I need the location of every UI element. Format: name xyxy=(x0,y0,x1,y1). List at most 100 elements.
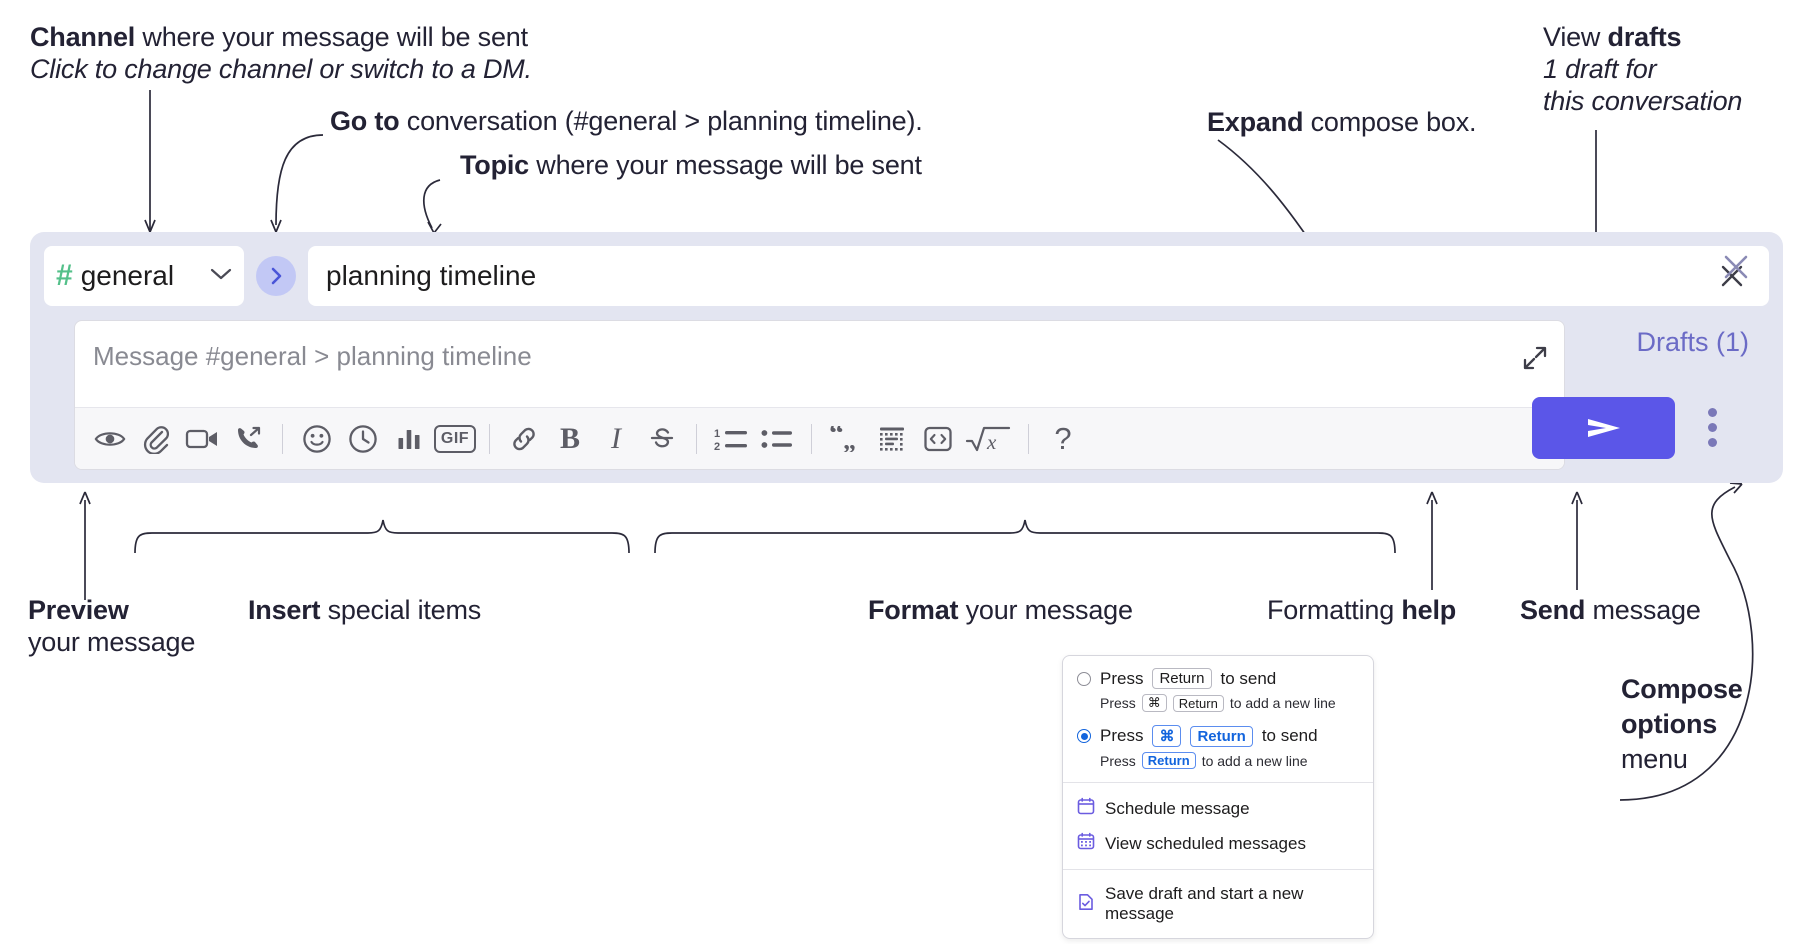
calendar-grid-icon xyxy=(1077,832,1095,855)
menu-divider xyxy=(1063,782,1373,783)
annotation-topic-rest: where your message will be sent xyxy=(529,150,922,180)
annotation-drafts-sub1: 1 draft for xyxy=(1543,53,1657,84)
annotation-drafts-sub2: this conversation xyxy=(1543,85,1743,116)
strikethrough-icon[interactable] xyxy=(639,416,685,462)
menu-item-label: View scheduled messages xyxy=(1105,833,1306,853)
menu-item-label: Schedule message xyxy=(1105,798,1250,818)
italic-icon[interactable]: I xyxy=(593,416,639,462)
close-icon[interactable] xyxy=(1721,252,1751,287)
svg-text:„: „ xyxy=(843,426,856,452)
channel-selector[interactable]: # general xyxy=(44,246,244,306)
dot xyxy=(1707,437,1717,447)
radio-icon[interactable] xyxy=(1077,729,1091,743)
radio-icon[interactable] xyxy=(1077,671,1091,686)
sub-press-label: Press xyxy=(1100,695,1136,711)
bulleted-list-icon[interactable] xyxy=(754,416,800,462)
annotation-compose-options: Compose options menu xyxy=(1621,672,1743,777)
blockquote-icon[interactable]: “„ xyxy=(823,416,869,462)
svg-text:1: 1 xyxy=(714,428,720,440)
option-cmd-return-sub: Press Return to add a new line xyxy=(1063,749,1373,774)
clock-icon[interactable] xyxy=(340,416,386,462)
annotation-format: Format your message xyxy=(868,595,1133,627)
link-icon[interactable] xyxy=(501,416,547,462)
option-tail-label: to send xyxy=(1261,726,1318,745)
svg-text:2: 2 xyxy=(714,441,720,452)
sub-tail-label: to add a new line xyxy=(1201,752,1308,769)
code-block-icon[interactable] xyxy=(869,416,915,462)
sub-press-label: Press xyxy=(1100,752,1136,769)
annotation-preview-sub: your message xyxy=(28,626,196,657)
bold-icon[interactable]: B xyxy=(547,416,593,462)
drafts-link[interactable]: Drafts (1) xyxy=(1636,327,1749,357)
option-press-label: Press xyxy=(1100,668,1144,688)
annotation-help: Formatting help xyxy=(1267,595,1456,627)
compose-panel-content: # general planning timeline Message #gen… xyxy=(30,232,1783,483)
compose-options-button[interactable] xyxy=(1699,407,1725,447)
kbd-return: Return xyxy=(1190,725,1253,747)
kbd-return: Return xyxy=(1141,752,1196,769)
chevron-down-icon xyxy=(210,267,232,286)
toolbar-divider xyxy=(696,423,697,454)
dot xyxy=(1707,422,1717,432)
kbd-command: ⌘ xyxy=(1152,725,1182,747)
option-return-sub: Press ⌘ Return to add a new line xyxy=(1063,691,1373,717)
annotation-expand-bold: Expand xyxy=(1207,107,1304,137)
attach-icon[interactable] xyxy=(133,416,179,462)
svg-text:“: “ xyxy=(829,426,844,450)
menu-item-schedule-message[interactable]: Schedule message xyxy=(1063,791,1373,826)
compose-header: # general planning timeline xyxy=(44,246,1769,306)
go-to-conversation-button[interactable] xyxy=(256,256,296,296)
annotation-insert: Insert special items xyxy=(248,595,481,627)
emoji-icon[interactable] xyxy=(294,416,340,462)
annotation-send: Send message xyxy=(1520,595,1701,627)
annotation-channel-bold: Channel xyxy=(30,22,136,52)
annotation-topic: Topic where your message will be sent xyxy=(460,150,922,182)
bold-label: B xyxy=(559,421,580,455)
preview-icon[interactable] xyxy=(87,416,133,462)
math-icon[interactable]: x xyxy=(961,416,1017,462)
annotation-help-lead: Formatting xyxy=(1267,595,1402,625)
gif-label: GIF xyxy=(433,424,477,453)
annotation-insert-rest: special items xyxy=(320,595,482,625)
annotation-drafts-lead: View xyxy=(1543,22,1608,52)
menu-item-view-scheduled-messages[interactable]: View scheduled messages xyxy=(1063,826,1373,861)
send-button[interactable] xyxy=(1532,397,1675,459)
help-label: ? xyxy=(1054,421,1072,456)
menu-item-label: Save draft and start a new message xyxy=(1105,884,1304,923)
annotation-preview-bold: Preview xyxy=(28,595,129,625)
option-return-to-send[interactable]: Press Return to send xyxy=(1063,666,1373,691)
annotation-compose-options-bold1: Compose xyxy=(1621,674,1743,704)
gif-icon[interactable]: GIF xyxy=(432,416,478,462)
menu-item-save-draft[interactable]: Save draft and start a new message xyxy=(1063,878,1373,930)
calendar-icon xyxy=(1077,797,1095,820)
topic-field[interactable]: planning timeline xyxy=(308,246,1769,306)
hash-icon: # xyxy=(56,259,73,292)
kbd-return: Return xyxy=(1152,668,1212,689)
annotation-goto-bold: Go to xyxy=(330,106,400,136)
annotation-compose-options-rest: menu xyxy=(1621,744,1688,775)
annotation-format-bold: Format xyxy=(868,595,959,625)
annotation-help-bold: help xyxy=(1401,595,1457,625)
formatting-help-icon[interactable]: ? xyxy=(1040,416,1086,462)
italic-label: I xyxy=(611,421,621,455)
annotation-channel-sub: Click to change channel or switch to a D… xyxy=(30,53,532,84)
annotation-goto-rest: conversation (#general > planning timeli… xyxy=(399,106,923,136)
topic-value: planning timeline xyxy=(326,260,537,291)
annotation-preview: Preview your message xyxy=(28,595,195,659)
channel-name-label: general xyxy=(80,260,175,291)
bar-chart-icon[interactable] xyxy=(386,416,432,462)
annotation-channel: Channel where your message will be sent … xyxy=(30,22,532,86)
toolbar-divider xyxy=(489,423,490,454)
video-icon[interactable] xyxy=(179,416,225,462)
annotation-send-bold: Send xyxy=(1520,595,1586,625)
inline-code-icon[interactable] xyxy=(915,416,961,462)
kbd-command: ⌘ xyxy=(1141,694,1167,712)
option-cmd-return-to-send[interactable]: Press ⌘ Return to send xyxy=(1063,723,1373,749)
message-placeholder: Message #general > planning timeline xyxy=(93,341,532,371)
huddle-icon[interactable] xyxy=(225,416,271,462)
compose-options-menu: Press Return to send Press ⌘ Return to a… xyxy=(1062,655,1374,939)
annotation-insert-bold: Insert xyxy=(248,595,321,625)
expand-icon[interactable] xyxy=(1520,343,1550,378)
message-input-box[interactable]: Message #general > planning timeline xyxy=(74,320,1565,470)
